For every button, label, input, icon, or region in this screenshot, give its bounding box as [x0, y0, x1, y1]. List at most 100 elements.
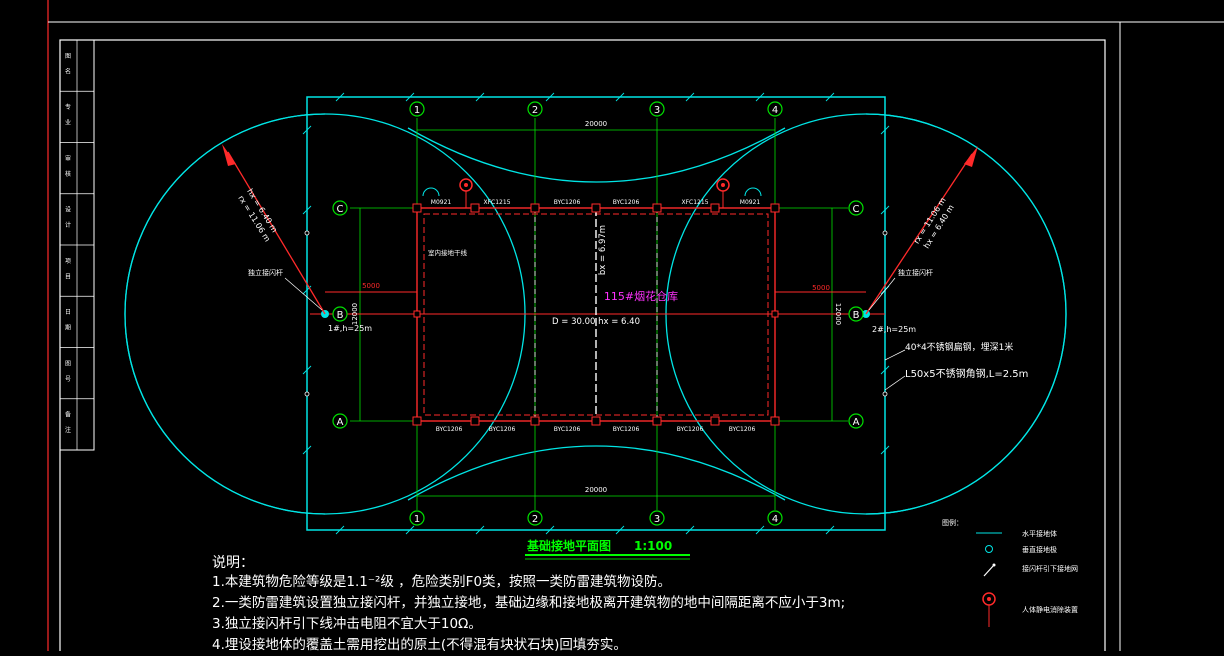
- dimension-bottom: 20000: [585, 486, 607, 494]
- svg-text:4: 4: [772, 514, 778, 525]
- grid-bubble-row-A: A: [332, 413, 348, 429]
- svg-text:3: 3: [654, 514, 660, 525]
- svg-text:B: B: [337, 310, 344, 321]
- dim-5000-left: 5000: [362, 282, 380, 290]
- door-symbols: [422, 187, 762, 197]
- title-block-char: 备: [65, 411, 71, 419]
- radius-arrow-right: [865, 146, 978, 315]
- note-line-4: 4.埋设接地体的覆盖土需用挖出的原土(不得混有块状石块)回填夯实。: [212, 637, 627, 653]
- protection-arc-bottom: [407, 445, 786, 501]
- left-rod-height: 1#,h=25m: [328, 324, 372, 333]
- svg-text:2: 2: [532, 105, 538, 116]
- svg-text:A: A: [853, 417, 860, 428]
- title-block-char: 图: [65, 360, 71, 367]
- note-line-2: 2.一类防雷建筑设置独立接闪杆，并独立接地，基础边缘和接地极离开建筑物的地中间隔…: [212, 595, 846, 611]
- column-markers: [412, 203, 780, 426]
- leader-right-rod: [868, 277, 896, 311]
- title-block-char: 设: [65, 206, 71, 214]
- grid-bubble-col-1: 1: [409, 101, 425, 117]
- grid-bubble-col-1: 1: [409, 510, 425, 526]
- svg-text:4: 4: [772, 105, 778, 116]
- legend-downconductor-symbol: [983, 564, 995, 577]
- title-block-char: 核: [65, 170, 71, 178]
- title-block-char: 名: [65, 67, 71, 75]
- zone-nodes: [304, 230, 888, 397]
- inner-conductor-label: 室内接地干线: [428, 248, 468, 257]
- window-label-top: M0921: [431, 199, 452, 206]
- title-block-char: 审: [65, 154, 71, 162]
- dim-12000-right: 12000: [834, 303, 842, 325]
- dim-5000-right: 5000: [812, 284, 830, 292]
- grid-bubble-col-4: 4: [767, 101, 783, 117]
- window-label-bottom: BYC1206: [489, 426, 516, 433]
- window-label-top: M0921: [740, 199, 761, 206]
- outer-arc-left: [124, 113, 326, 515]
- window-label-bottom: BYC1206: [436, 426, 463, 433]
- grid-bubble-row-B: B: [848, 306, 864, 322]
- grid-bubble-col-4: 4: [767, 510, 783, 526]
- grid-bubble-row-A: A: [848, 413, 864, 429]
- grid-bubble-row-C: C: [848, 200, 864, 216]
- right-rod-caption: 独立接闪杆: [898, 268, 933, 277]
- window-label-top: XFC1215: [681, 199, 708, 206]
- right-note-angle-steel: L50x5不锈钢角钢,L=2.5m: [905, 367, 1028, 380]
- legend-heading: 图例：: [942, 518, 963, 527]
- grid-bubble-col-2: 2: [527, 510, 543, 526]
- static-eliminator-right: [716, 178, 730, 208]
- radius-arrow-left: [222, 144, 326, 315]
- protection-arc-top: [407, 127, 786, 183]
- legend-item-3: 接闪杆引下接地网: [1022, 564, 1078, 573]
- drawing-scale: 1:100: [634, 539, 672, 553]
- drawing-title: 基础接地平面图: [526, 538, 611, 553]
- left-rod-caption: 独立接闪杆: [248, 268, 283, 277]
- svg-text:1: 1: [414, 514, 420, 525]
- window-label-bottom: BYC1206: [729, 426, 756, 433]
- legend-vertical-electrode-symbol: [985, 545, 993, 553]
- title-block-char: 项: [65, 258, 71, 265]
- title-block-char: 专: [65, 103, 71, 111]
- title-block-char: 日: [65, 309, 71, 316]
- center-formula: D = 30.00 hx = 6.40: [552, 317, 640, 327]
- title-block-char: 注: [65, 426, 71, 434]
- title-block-char: 目: [65, 273, 71, 280]
- vertical-formula: bx = 6.97m: [598, 225, 608, 275]
- grid-bubble-col-2: 2: [527, 101, 543, 117]
- window-label-top: XFC1215: [483, 199, 510, 206]
- grid-bubble-row-B: B: [332, 306, 348, 322]
- grid-bubble-row-C: C: [332, 200, 348, 216]
- legend-item-4: 人体静电消除装置: [1022, 605, 1078, 614]
- legend-item-2: 垂直接地极: [1022, 545, 1057, 554]
- svg-text:C: C: [337, 204, 344, 215]
- leader-note-1: [884, 349, 906, 361]
- grid-bubble-col-3: 3: [649, 510, 665, 526]
- legend-item-1: 水平接地体: [1022, 529, 1057, 538]
- svg-text:A: A: [337, 417, 344, 428]
- dimension-top: 20000: [585, 120, 607, 128]
- window-label-top: BYC1206: [613, 199, 640, 206]
- window-label-top: BYC1206: [554, 199, 581, 206]
- svg-text:2: 2: [532, 514, 538, 525]
- svg-text:1: 1: [414, 105, 420, 116]
- leader-left-rod: [284, 277, 323, 311]
- static-eliminator-left: [459, 178, 473, 208]
- title-block-char: 计: [65, 221, 71, 229]
- right-note-flat-steel: 40*4不锈钢扁钢，埋深1米: [905, 341, 1013, 353]
- dim-12000-left: 12000: [351, 303, 359, 325]
- right-rod-height: 2#,h=25m: [872, 325, 916, 334]
- note-line-1: 1.本建筑物危险等级是1.1⁻²级 ，危险类别F0类，按照一类防雷建筑物设防。: [212, 574, 672, 590]
- leader-note-2: [884, 375, 906, 391]
- window-label-bottom: BYC1206: [677, 426, 704, 433]
- note-line-3: 3.独立接闪杆引下线冲击电阻不宜大于10Ω。: [212, 616, 482, 632]
- grid-bubble-col-3: 3: [649, 101, 665, 117]
- title-block-char: 号: [65, 376, 71, 383]
- building-label: 115#烟花仓库: [604, 289, 678, 303]
- legend: 图例： 水平接地体 垂直接地极 接闪杆引下接地网 人体静电消除装置: [942, 518, 1078, 627]
- window-label-bottom: BYC1206: [613, 426, 640, 433]
- outer-arc-right: [865, 113, 1067, 515]
- notes-heading: 说明：: [212, 555, 254, 571]
- svg-text:B: B: [853, 310, 860, 321]
- window-label-bottom: BYC1206: [554, 426, 581, 433]
- notes-block: 说明： 1.本建筑物危险等级是1.1⁻²级 ，危险类别F0类，按照一类防雷建筑物…: [212, 554, 1012, 656]
